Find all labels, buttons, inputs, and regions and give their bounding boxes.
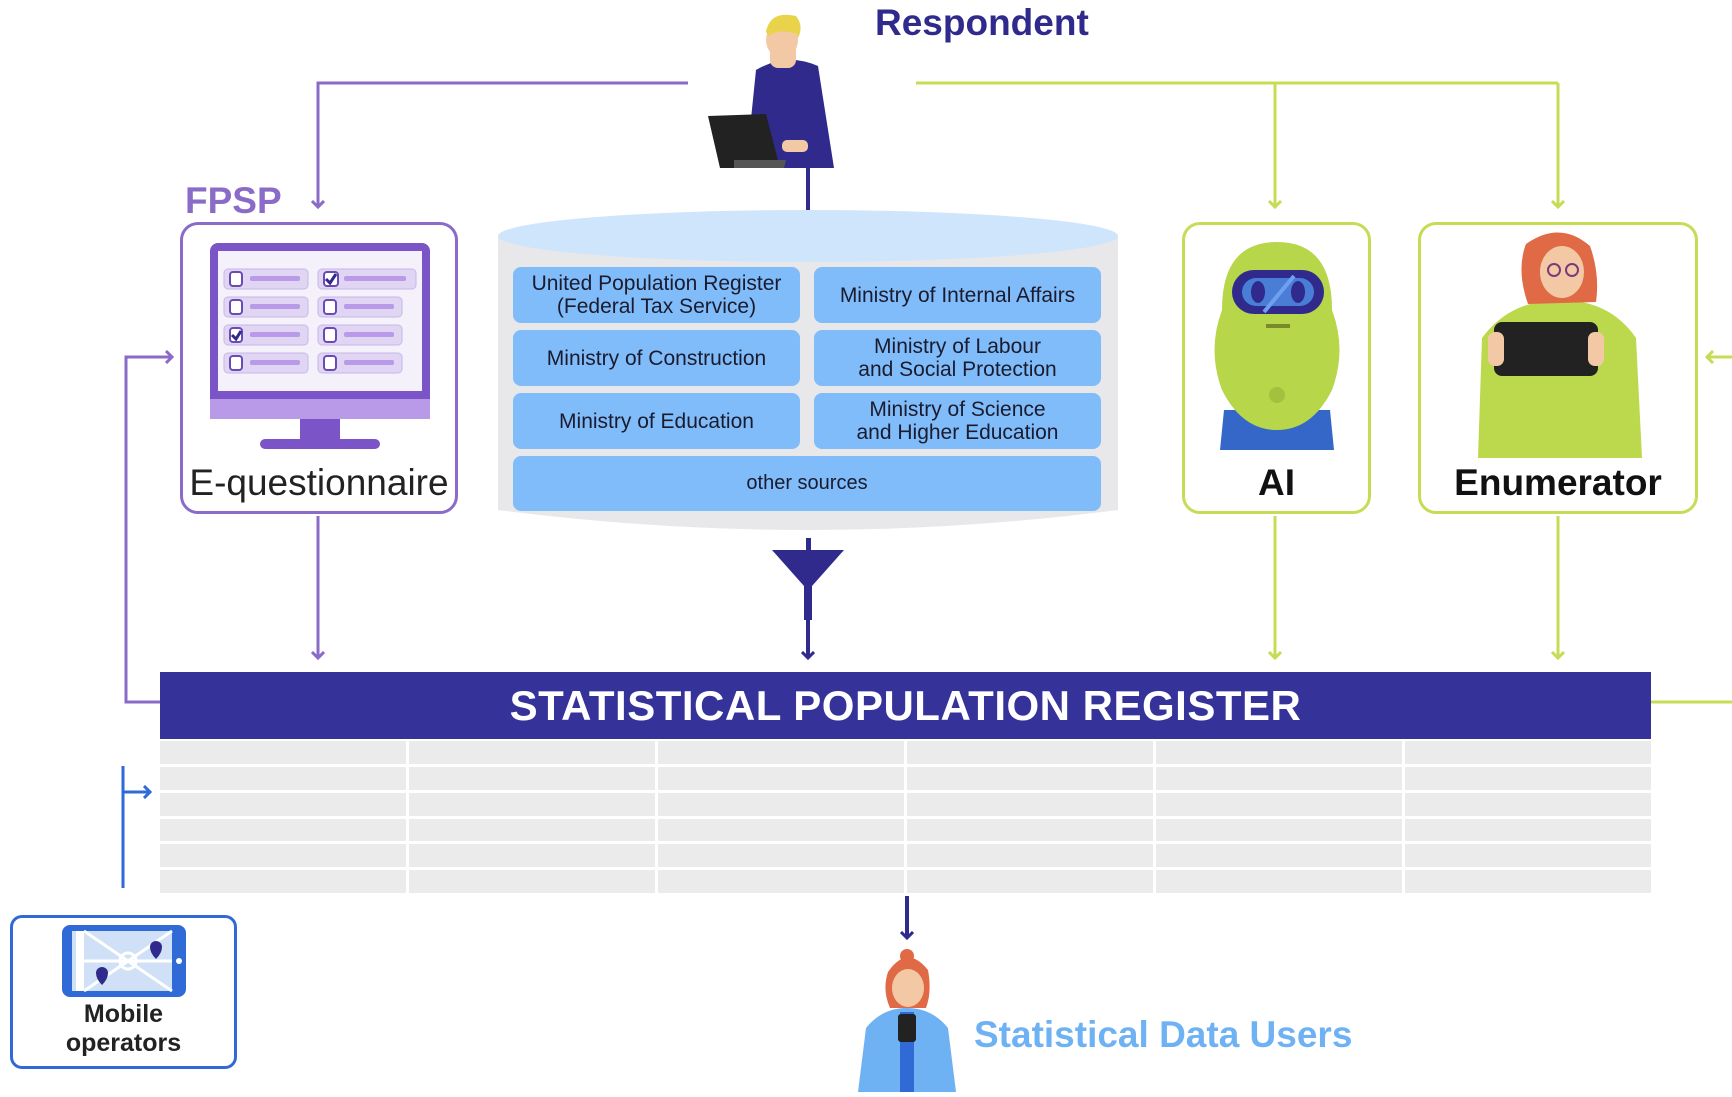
respondent-label: Respondent [875,2,1089,43]
funnel-icon [770,538,846,620]
robot-icon [1202,240,1352,450]
table-cell [1156,792,1402,816]
source-ministry-education: Ministry of Education [513,393,800,449]
table-cell [1405,741,1651,764]
table-cell [409,818,655,842]
enumerator-label: Enumerator [1454,462,1662,503]
source-united-population-register: United Population Register (Federal Tax … [513,267,800,323]
e-questionnaire-label: E-questionnaire [189,462,449,503]
table-cell [1156,818,1402,842]
arrow-register-to-fpsp [124,357,172,704]
source-ministry-science: Ministry of Science and Higher Education [814,393,1101,449]
table-cell [658,766,904,790]
arrow-register-to-enumerator [1651,357,1732,704]
table-cell [409,870,655,893]
arrow-respondent-to-ai [916,81,1558,207]
table-cell [409,844,655,868]
table-cell [409,766,655,790]
table-cell [1405,870,1651,893]
table-cell [907,844,1153,868]
table-cell [658,792,904,816]
person-with-laptop-icon [708,14,834,168]
table-cell [160,870,406,893]
table-cell [658,818,904,842]
table-cell [1405,818,1651,842]
register-table [160,741,1651,893]
source-other: other sources [513,456,1101,511]
source-ministry-construction: Ministry of Construction [513,330,800,386]
monitor-checklist-icon [210,243,430,455]
map-tablet-icon [62,925,186,997]
table-cell [1156,741,1402,764]
table-cell [1156,870,1402,893]
table-cell [160,792,406,816]
table-cell [160,844,406,868]
ai-label: AI [1258,462,1295,503]
statistical-data-users-label: Statistical Data Users [974,1014,1353,1055]
table-cell [907,792,1153,816]
source-ministry-internal-affairs: Ministry of Internal Affairs [814,267,1101,323]
table-cell [658,741,904,764]
table-cell [409,741,655,764]
table-cell [907,818,1153,842]
source-ministry-labour: Ministry of Labour and Social Protection [814,330,1101,386]
enumerator-with-tablet-icon [1470,228,1650,458]
table-cell [658,870,904,893]
arrow-respondent-to-fpsp [318,81,688,207]
table-cell [160,818,406,842]
table-cell [907,870,1153,893]
table-cell [907,766,1153,790]
table-cell [1405,792,1651,816]
register-title: STATISTICAL POPULATION REGISTER [160,672,1651,739]
table-cell [1156,766,1402,790]
fpsp-label: FPSP [185,180,282,221]
table-cell [1405,766,1651,790]
table-cell [160,741,406,764]
mobile-operators-label: Mobile operators [65,1000,182,1057]
table-cell [160,766,406,790]
table-cell [409,792,655,816]
table-cell [1156,844,1402,868]
user-with-phone-icon [852,948,962,1092]
table-cell [658,844,904,868]
table-cell [907,741,1153,764]
arrow-mobile-to-register [121,766,150,888]
table-cell [1405,844,1651,868]
respondent-figure [706,8,866,168]
